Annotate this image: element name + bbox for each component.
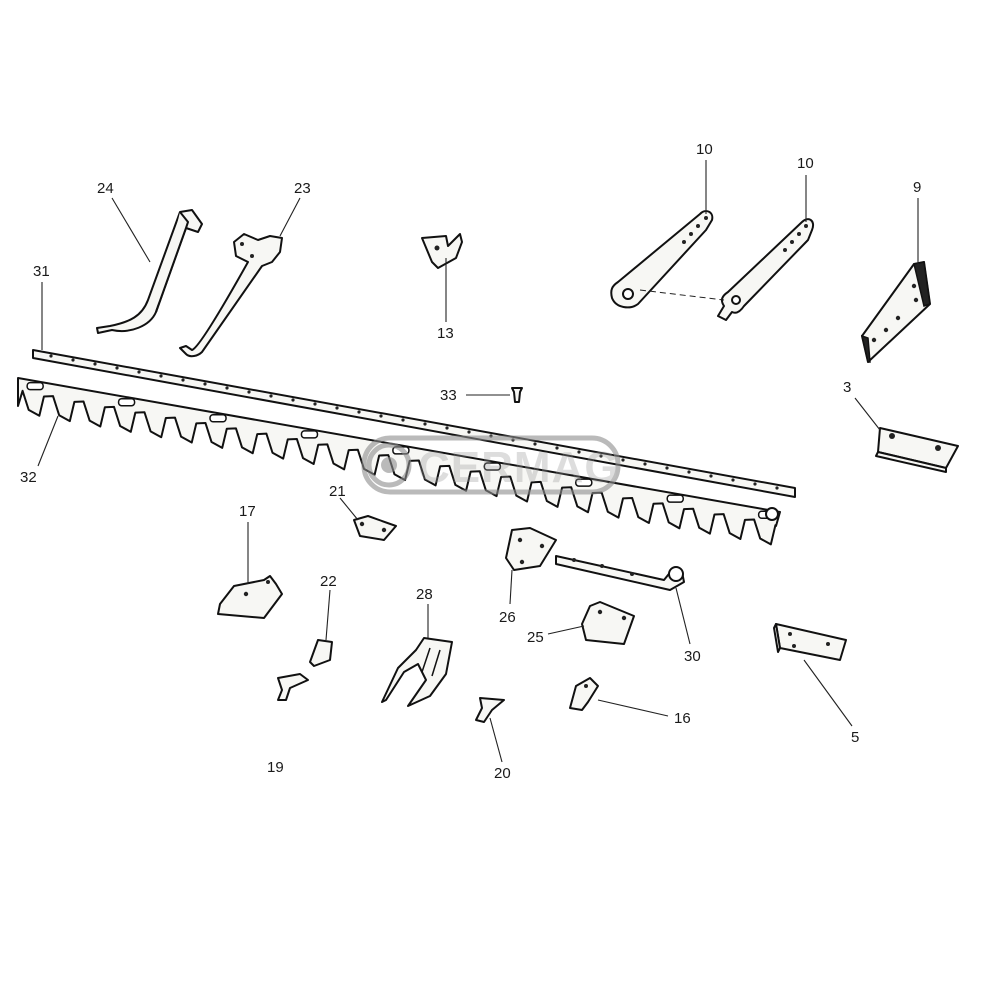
- bar-hole: [93, 362, 97, 366]
- bar-hole: [379, 414, 383, 418]
- part-26-plate: [505, 527, 557, 571]
- bar-hole: [467, 430, 471, 434]
- leader-lines: [37, 160, 919, 763]
- part-19-guard-tip: [277, 673, 309, 701]
- knife-rivet: [483, 462, 502, 471]
- knife-teeth: [17, 377, 781, 546]
- callout-23: 23: [294, 180, 311, 197]
- bar-hole: [269, 394, 273, 398]
- part-25-plate: [581, 601, 635, 645]
- callout-10-left: 10: [696, 141, 713, 158]
- callout-24: 24: [97, 180, 114, 197]
- bar-hole: [225, 386, 229, 390]
- bar-hole: [445, 426, 449, 430]
- knife-rivet: [209, 414, 227, 423]
- bar-hole: [137, 370, 141, 374]
- bar-hole: [643, 462, 647, 466]
- knife-rivet: [117, 397, 136, 407]
- part-3-wear-plate: [875, 427, 959, 473]
- bar-hole: [49, 354, 53, 358]
- knife-rivet: [300, 430, 319, 439]
- bar-hole: [621, 458, 625, 462]
- callout-10-right: 10: [797, 155, 814, 172]
- part-10-link-arm-left: [610, 210, 714, 309]
- part-16-block: [569, 677, 599, 711]
- callout-16: 16: [674, 710, 691, 727]
- bar-hole: [247, 390, 251, 394]
- callout-13: 13: [437, 325, 454, 342]
- watermark-text: CERMAG: [418, 443, 620, 492]
- part-22-guard-tip: [309, 639, 333, 667]
- bar-hole: [203, 382, 207, 386]
- bar-hole: [159, 374, 163, 378]
- part-13-clip: [421, 233, 463, 269]
- part-23-divider-rod: [179, 233, 283, 358]
- part-10-link-arm-right: [639, 218, 814, 321]
- bar-hole: [401, 418, 405, 422]
- callout-20: 20: [494, 765, 511, 782]
- knife-rivet: [575, 478, 593, 487]
- bar-hole: [423, 422, 427, 426]
- callout-28: 28: [416, 586, 433, 603]
- bar-hole: [181, 378, 185, 382]
- callout-30: 30: [684, 648, 701, 665]
- part-31-knife-bar: [32, 349, 796, 498]
- bar-hole: [115, 366, 119, 370]
- bar-hole: [335, 406, 339, 410]
- part-32-knife-sections: [17, 377, 781, 546]
- bar-hole: [291, 398, 295, 402]
- knife-head-ball: [765, 507, 779, 521]
- callout-33: 33: [440, 387, 457, 404]
- cermag-watermark: CERMAG: [361, 435, 621, 495]
- callout-5: 5: [851, 729, 859, 746]
- part-5-bracket: [773, 623, 847, 661]
- part-17-clip-plate: [217, 575, 283, 619]
- callout-19: 19: [267, 759, 284, 776]
- part-30-knife-head: [555, 555, 685, 591]
- callout-32: 32: [20, 469, 37, 486]
- part-21-hold-down: [353, 515, 397, 541]
- bar-hole: [533, 442, 537, 446]
- bar-hole: [599, 454, 603, 458]
- bar-hole: [71, 358, 75, 362]
- bar-hole: [731, 478, 735, 482]
- part-33-bolt: [511, 387, 523, 403]
- callout-9: 9: [913, 179, 921, 196]
- part-20-guard-tip: [475, 697, 505, 723]
- callout-22: 22: [320, 573, 337, 590]
- bar-hole: [577, 450, 581, 454]
- bar-hole: [709, 474, 713, 478]
- part-28-double-guard: [381, 637, 453, 707]
- knife-rivet: [26, 381, 44, 391]
- callout-17: 17: [239, 503, 256, 520]
- bar-hole: [775, 486, 779, 490]
- bar-hole: [313, 402, 317, 406]
- callout-labels: 10 10 9 24 23 31 13 33 3 32 21 17 22 28 …: [20, 141, 921, 782]
- callout-31: 31: [33, 263, 50, 280]
- bar-hole: [555, 446, 559, 450]
- callout-21: 21: [329, 483, 346, 500]
- bar-hole: [357, 410, 361, 414]
- callout-25: 25: [527, 629, 544, 646]
- part-9-plate: [860, 261, 931, 363]
- callout-26: 26: [499, 609, 516, 626]
- bar-hole: [665, 466, 669, 470]
- knife-rivet: [666, 494, 684, 503]
- callout-3: 3: [843, 379, 851, 396]
- part-24-divider: [96, 209, 203, 334]
- bar-hole: [687, 470, 691, 474]
- bar-hole: [753, 482, 757, 486]
